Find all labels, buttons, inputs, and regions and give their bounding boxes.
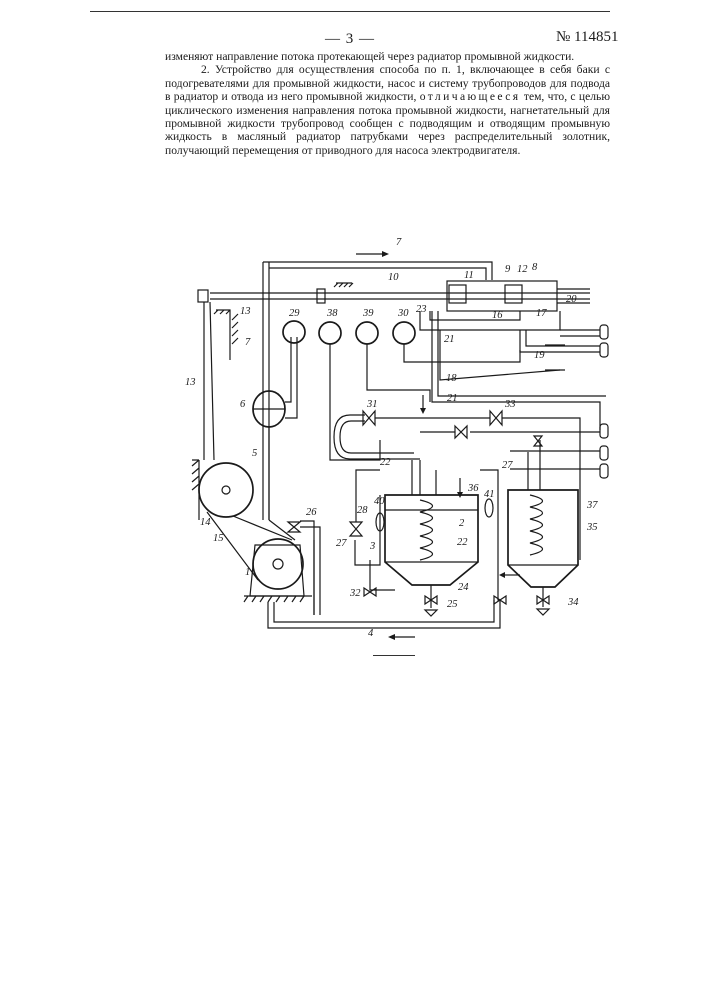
- tank-35: [508, 490, 578, 587]
- gauge-29: [283, 321, 305, 343]
- label-20: 20: [566, 294, 577, 305]
- label-40: 40: [374, 496, 385, 507]
- label-29: 29: [289, 308, 300, 319]
- tank-2-drain-cone-24: [425, 610, 437, 616]
- motor-base: [244, 596, 312, 602]
- label-30: 30: [397, 308, 409, 319]
- label-21b: 21: [447, 393, 458, 404]
- label-9: 9: [505, 264, 511, 275]
- end-rule: [373, 655, 415, 656]
- valve-rod-10: [210, 293, 590, 299]
- label-27b: 27: [502, 460, 513, 471]
- label-11: 11: [464, 270, 474, 281]
- label-34: 34: [567, 597, 579, 608]
- label-25: 25: [447, 599, 458, 610]
- label-32: 32: [349, 588, 361, 599]
- motor-pump-1-inner: [273, 559, 283, 569]
- label-38: 38: [326, 308, 338, 319]
- heater-37: [528, 440, 543, 555]
- label-2: 2: [459, 518, 465, 529]
- pipe-right-feeds: [510, 451, 600, 469]
- label-22b: 22: [457, 537, 468, 548]
- label-10: 10: [388, 272, 399, 283]
- label-16: 16: [492, 310, 503, 321]
- lever-pivot: [198, 290, 208, 302]
- label-37: 37: [586, 500, 598, 511]
- valve-28: [350, 522, 362, 536]
- label-39: 39: [362, 308, 374, 319]
- tank-35-drain-cone: [537, 609, 549, 615]
- label-18: 18: [446, 373, 457, 384]
- u-bend-22: [334, 415, 420, 459]
- label-7b: 7: [245, 337, 251, 348]
- nozzle-5: [600, 464, 608, 478]
- pipe-4: [268, 600, 500, 628]
- label-7a: 7: [396, 237, 402, 248]
- pulley-14-bracket: [192, 460, 199, 520]
- gauge-39-pipe: [367, 344, 430, 402]
- pipe-upper-right: [560, 330, 600, 336]
- valve-33: [490, 411, 502, 425]
- guide-bracket: [214, 310, 230, 360]
- label-31: 31: [366, 399, 378, 410]
- valve-mid: [455, 426, 467, 438]
- label-13b: 13: [185, 377, 196, 388]
- nozzle-1: [600, 325, 608, 339]
- label-33: 33: [504, 399, 516, 410]
- label-24: 24: [458, 582, 469, 593]
- label-22a: 22: [380, 457, 391, 468]
- pipe-5: [269, 427, 295, 540]
- rod-coupling: [317, 289, 325, 303]
- arrow-19: [545, 345, 565, 370]
- label-23: 23: [416, 304, 427, 315]
- gauge-38: [319, 322, 341, 344]
- label-1: 1: [245, 567, 250, 578]
- label-15: 15: [213, 533, 224, 544]
- valve-31: [363, 411, 375, 425]
- gauge-30-pipe: [404, 344, 520, 362]
- pipe-19: [520, 330, 600, 352]
- flow-arrow-bottom-head: [388, 634, 395, 640]
- gauge-30: [393, 322, 415, 344]
- nozzle-2: [600, 343, 608, 357]
- label-8: 8: [532, 262, 538, 273]
- label-41: 41: [484, 489, 495, 500]
- lever-13: [204, 302, 214, 460]
- arrow-35-head: [499, 572, 505, 578]
- valve-right-upper: [534, 436, 542, 446]
- label-36: 36: [467, 483, 479, 494]
- label-4: 4: [368, 628, 374, 639]
- nozzle-3: [600, 424, 608, 438]
- label-12: 12: [517, 264, 528, 275]
- label-3: 3: [369, 541, 375, 552]
- pulley-14: [199, 463, 253, 517]
- label-13a: 13: [240, 306, 251, 317]
- sight-41: [485, 499, 493, 517]
- label-21a: 21: [444, 334, 455, 345]
- label-35: 35: [586, 522, 598, 533]
- valve-spool-11: [449, 285, 466, 303]
- valve-26: [288, 522, 300, 532]
- label-26: 26: [306, 507, 317, 518]
- pipe-35-left: [498, 578, 500, 600]
- arrow-21-head: [420, 408, 426, 414]
- gauge-29-pipe: [285, 337, 297, 418]
- motor-pump-1: [253, 539, 303, 589]
- pipe-21: [432, 311, 606, 430]
- label-14: 14: [200, 517, 211, 528]
- label-5: 5: [252, 448, 257, 459]
- label-19: 19: [534, 350, 545, 361]
- label-17: 17: [536, 308, 547, 319]
- gauge-39: [356, 322, 378, 344]
- nozzle-4: [600, 446, 608, 460]
- label-6: 6: [240, 399, 246, 410]
- hatch-10: [334, 283, 353, 287]
- label-28: 28: [357, 505, 368, 516]
- label-27a: 27: [336, 538, 347, 549]
- flow-arrow-top-head: [382, 251, 389, 257]
- valve-spool-9: [505, 285, 522, 303]
- pulley-14-hub: [222, 486, 230, 494]
- hatch-13: [232, 314, 238, 344]
